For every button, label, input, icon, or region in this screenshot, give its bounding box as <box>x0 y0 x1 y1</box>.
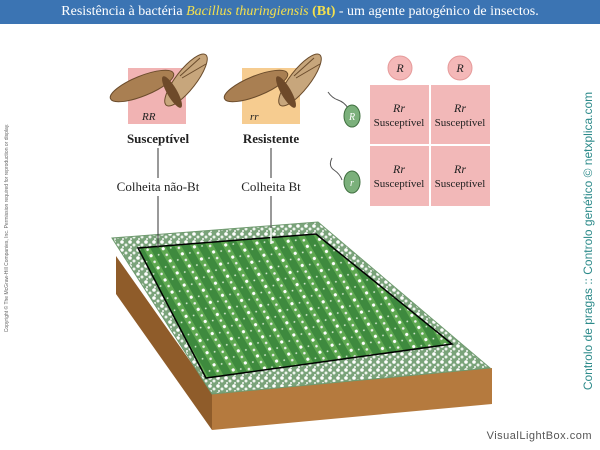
punnett-cell <box>370 85 429 144</box>
sperm-allele-2-label: r <box>350 178 354 189</box>
cell-phenotype: Susceptível <box>374 178 425 190</box>
punnett-cell <box>431 85 490 144</box>
cell-phenotype: Susceptível <box>435 178 486 190</box>
cell-genotype: Rr <box>392 162 405 176</box>
title-bt: (Bt) <box>312 4 336 19</box>
cell-genotype: Rr <box>392 101 405 115</box>
diagram: RR Susceptível Colheita não-Bt rr Resist… <box>109 53 492 430</box>
title-suffix: - um agente patogénico de insectos. <box>335 4 539 19</box>
cell-genotype: Rr <box>453 101 466 115</box>
insect-resistant: rr Resistente Colheita Bt <box>223 53 322 194</box>
punnett-cell <box>431 146 490 206</box>
soil-side-front <box>212 368 492 430</box>
punnett-square: R R R r Rr Susceptível Rr Susceptível Rr… <box>327 55 490 206</box>
egg-allele-2-label: R <box>455 61 464 75</box>
genotype-label-susceptible: RR <box>141 111 156 123</box>
title-prefix: Resistência à bactéria <box>61 4 187 19</box>
sperm-allele-1-label: R <box>348 112 355 123</box>
phenotype-label-susceptible: Susceptível <box>127 131 190 146</box>
field-label-non-bt: Colheita não-Bt <box>117 179 200 194</box>
insect-susceptible: RR Susceptível Colheita não-Bt <box>109 53 208 194</box>
watermark: VisualLightBox.com <box>486 430 592 442</box>
egg-allele-1 <box>387 55 413 81</box>
egg-allele-1-label: R <box>395 61 404 75</box>
sperm-icon <box>329 157 361 194</box>
field-label-bt: Colheita Bt <box>241 179 301 194</box>
sperm-icon <box>327 91 361 128</box>
phenotype-label-resistant: Resistente <box>243 131 300 146</box>
soil-side-left <box>116 256 212 430</box>
cell-phenotype: Susceptível <box>374 117 425 129</box>
moth-icon <box>109 53 208 108</box>
genotype-label-resistant: rr <box>250 111 259 123</box>
cell-phenotype: Susceptível <box>435 117 486 129</box>
title-species: Bacillus thuringiensis <box>186 4 309 19</box>
cell-genotype: Rr <box>453 162 466 176</box>
punnett-cell <box>370 146 429 206</box>
moth-icon <box>223 53 322 108</box>
egg-allele-2 <box>447 55 473 81</box>
bt-field <box>136 233 454 379</box>
title-bar: Resistência à bactéria Bacillus thuringi… <box>0 0 600 24</box>
